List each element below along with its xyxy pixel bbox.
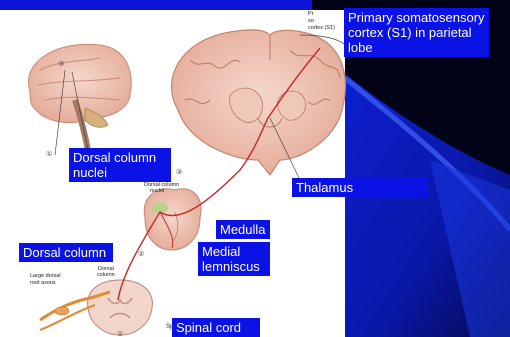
label-dcn-text: Dorsal column nuclei	[73, 150, 156, 180]
cortex-tag-2: so	[308, 18, 314, 24]
num-1-spinal: ①	[117, 330, 123, 337]
dcn-small-2: nuclei	[150, 188, 164, 194]
cortex-tag-1: Pr	[308, 11, 314, 17]
label-spinal-cord: Spinal cord	[172, 318, 260, 337]
label-dorsal-column-nuclei: Dorsal column nuclei	[69, 148, 171, 182]
num-3-coronal: ③	[176, 168, 182, 176]
label-s1: Primary somatosensory cortex (S1) in par…	[344, 8, 489, 57]
num-1-sagittal: ①	[46, 150, 52, 158]
label-dorsal-column: Dorsal column	[19, 243, 113, 262]
label-ml-text: Medial lemniscus	[202, 244, 260, 274]
label-thalamus: Thalamus	[292, 178, 427, 197]
cortex-tag-3: cortex (S1)	[308, 25, 335, 31]
label-s1-text: Primary somatosensory cortex (S1) in par…	[348, 10, 485, 55]
label-medulla: Medulla	[216, 220, 270, 239]
label-medial-lemniscus: Medial lemniscus	[198, 242, 270, 276]
dorsal-root-1: Large dorsal	[30, 273, 61, 279]
num-2-medulla: ②	[138, 250, 144, 258]
dorsal-root-2: root axons	[30, 280, 56, 286]
dorsal-col-small-2: column	[97, 272, 115, 278]
top-blue-bar	[0, 0, 312, 10]
num-3-sagittal: ③	[58, 60, 64, 68]
